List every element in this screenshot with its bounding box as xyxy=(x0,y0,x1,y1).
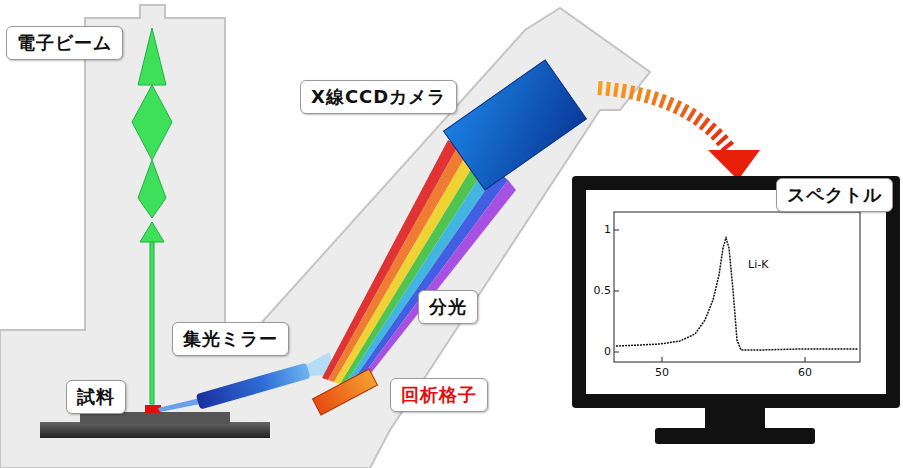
collecting-mirror xyxy=(195,352,336,414)
transfer-arrowhead xyxy=(708,150,760,180)
axis-tick-label: 60 xyxy=(798,366,812,379)
plot-ticks xyxy=(614,230,805,362)
monitor-neck xyxy=(705,408,765,428)
axis-tick-label: 0 xyxy=(604,345,611,358)
callout-text: 回析格子 xyxy=(401,384,477,405)
axis-tick-label: 1 xyxy=(604,223,611,236)
xray-path xyxy=(158,398,200,412)
callout-text: X線CCDカメラ xyxy=(311,86,446,107)
callout-text: 集光ミラー xyxy=(183,328,278,349)
monitor-frame xyxy=(572,176,900,408)
axis-tick-label: 50 xyxy=(655,366,669,379)
callout-text: 分光 xyxy=(429,296,467,317)
callout-text: 電子ビーム xyxy=(17,32,112,53)
microscope-housing xyxy=(0,5,650,468)
diffraction-grating xyxy=(313,369,378,415)
callout-box: X線CCDカメラ xyxy=(300,80,457,114)
transfer-arrow xyxy=(598,88,730,150)
axis-tick-label: 0.5 xyxy=(594,284,612,297)
plot-axes xyxy=(614,212,860,362)
callout-box: 集光ミラー xyxy=(172,322,289,356)
callout-box: 回析格子 xyxy=(390,378,488,412)
monitor-base xyxy=(655,428,815,444)
ccd-camera xyxy=(444,60,587,190)
peak-label: Li-K xyxy=(748,258,768,271)
callout-box: スペクトル xyxy=(776,178,893,212)
callout-box: 分光 xyxy=(418,290,478,324)
callout-text: 試料 xyxy=(77,386,115,407)
callout-box: 電子ビーム xyxy=(6,26,123,60)
electron-beam xyxy=(132,28,172,404)
callout-box: 試料 xyxy=(66,380,126,414)
callout-text: スペクトル xyxy=(787,184,882,205)
spectrum-curve xyxy=(616,238,858,350)
monitor-screen xyxy=(586,190,886,394)
sample-stage xyxy=(40,422,270,438)
